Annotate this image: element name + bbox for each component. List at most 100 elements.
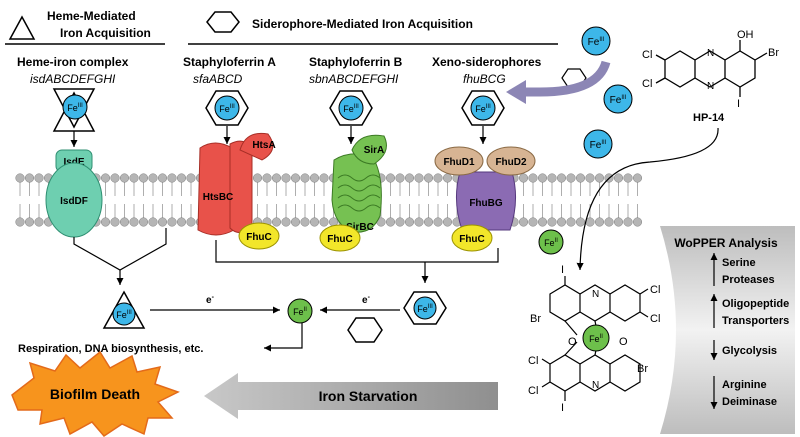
sir-transporter: SirBC SirA FhuC — [319, 134, 387, 252]
empty-hexagon-icon — [347, 317, 383, 343]
complex-o: O — [568, 336, 577, 348]
pathway-name: Staphyloferrin A — [183, 55, 276, 69]
hp14-n: N — [707, 48, 714, 59]
heme-triangle-icon — [8, 15, 36, 40]
pathway-sbn: Staphyloferrin B sbnABCDEFGHI — [309, 55, 403, 86]
htsbc-label: HtsBC — [203, 192, 234, 203]
cell-membrane — [15, 173, 643, 227]
cyto-siderophore: FeIII — [403, 291, 447, 325]
svg-text:FeIII: FeIII — [588, 37, 605, 48]
fhuc-label: FhuC — [327, 234, 353, 245]
hp14-br: Br — [768, 47, 779, 59]
pathway-sfa: Staphyloferrin A sfaABCD — [183, 55, 276, 86]
complex-br: Br — [637, 363, 648, 375]
complex-cl: Cl — [528, 385, 538, 397]
flow-lines — [73, 228, 499, 352]
complex-n: N — [592, 380, 599, 391]
svg-text:FeIII: FeIII — [219, 104, 235, 114]
fhuc-label: FhuC — [459, 234, 485, 245]
hp14-cl: Cl — [642, 49, 652, 61]
wopper-item-label: Oligopeptide — [722, 298, 789, 310]
heme-iron-complex: FeIII — [52, 88, 96, 132]
fhud2-label: FhuD2 — [495, 157, 527, 168]
wopper-item-label: Deiminase — [722, 396, 777, 408]
cyto-fe2: FeII — [287, 298, 313, 324]
hp14-arrow — [576, 127, 719, 271]
hp14-structure — [655, 40, 768, 97]
respiration-text: Respiration, DNA biosynthesis, etc. — [18, 343, 203, 355]
svg-text:FeIII: FeIII — [116, 310, 132, 320]
pathway-name: Xeno-siderophores — [432, 55, 542, 69]
isddf-label: IsdDF — [60, 196, 88, 207]
uptake-arrow — [520, 60, 611, 97]
fhu-transporter: FhuBG FhuD1 FhuD2 FhuC — [434, 146, 536, 252]
fhuc-label: FhuC — [246, 232, 272, 243]
sfa-siderophore: FeIII — [205, 90, 249, 126]
biofilm-death-burst — [11, 350, 180, 437]
hp14-oh: OH — [737, 29, 754, 41]
sira-label: SirA — [364, 145, 385, 156]
wopper-title: WoPPER Analysis — [674, 236, 778, 250]
heme-header-line1: Heme-Mediated — [47, 9, 136, 23]
svg-text:FeII: FeII — [589, 334, 603, 344]
heme-header-line2: Iron Acquisition — [60, 26, 151, 40]
sirbc-label: SirBC — [346, 222, 374, 233]
xeno-siderophore: FeIII — [461, 90, 505, 126]
hts-transporter: HtsBC HtsA FhuC — [197, 132, 280, 250]
sbn-siderophore: FeIII — [329, 90, 373, 126]
hp14-label: HP-14 — [693, 112, 725, 124]
wopper-panel: WoPPER Analysis SerineProteasesOligopept… — [660, 226, 795, 434]
hp14-i: I — [737, 98, 740, 110]
wopper-item-label: Serine — [722, 257, 756, 269]
complex-i: I — [561, 402, 564, 414]
electron-label: e- — [362, 294, 371, 306]
pathway-name: Staphyloferrin B — [309, 55, 403, 69]
wopper-item-label: Proteases — [722, 274, 775, 286]
heme-header: Heme-Mediated Iron Acquisition — [5, 9, 165, 45]
pathway-genes: fhuBCG — [463, 72, 506, 86]
fe3-label: FeIII — [67, 103, 83, 113]
biofilm-death-label: Biofilm Death — [50, 386, 140, 402]
hexagon-icon — [206, 11, 240, 33]
complex-n: N — [592, 289, 599, 300]
free-fe2-ion: FeII — [538, 229, 564, 255]
wopper-item-label: Transporters — [722, 315, 789, 327]
cyto-heme-complex: FeIII — [102, 290, 146, 329]
svg-text:FeIII: FeIII — [475, 104, 491, 114]
fhud1-label: FhuD1 — [443, 157, 475, 168]
htsa-label: HtsA — [252, 140, 275, 151]
svg-text:FeIII: FeIII — [610, 95, 627, 106]
isde-label: IsdE — [63, 157, 84, 168]
wopper-item-label: Glycolysis — [722, 345, 777, 357]
siderophore-header: Siderophore-Mediated Iron Acquisition — [188, 11, 558, 45]
hp14-n: N — [707, 81, 714, 92]
free-fe3-ions: FeIII FeIII FeIII — [581, 26, 633, 159]
complex-cl: Cl — [650, 284, 660, 296]
complex-br: Br — [530, 313, 541, 325]
svg-text:FeIII: FeIII — [590, 140, 607, 151]
hp14-cl: Cl — [642, 78, 652, 90]
complex-o: O — [619, 336, 628, 348]
pathway-fhu: Xeno-siderophores fhuBCG — [432, 55, 542, 86]
svg-text:FeII: FeII — [544, 238, 558, 248]
pathway-heme: Heme-iron complex isdABCDEFGHI — [17, 55, 129, 86]
pathway-genes: sfaABCD — [193, 72, 243, 86]
electron-label: e- — [206, 294, 215, 306]
iron-starvation-label: Iron Starvation — [319, 388, 418, 404]
fhubg-label: FhuBG — [469, 198, 503, 209]
iron-starvation-arrow — [204, 373, 498, 419]
wopper-item: Glycolysis — [710, 340, 777, 360]
pathway-genes: isdABCDEFGHI — [30, 72, 116, 86]
pathway-genes: sbnABCDEFGHI — [309, 72, 399, 86]
siderophore-header-title: Siderophore-Mediated Iron Acquisition — [252, 17, 473, 31]
complex-cl: Cl — [650, 313, 660, 325]
chelated-fe2 — [582, 324, 610, 352]
pathway-name: Heme-iron complex — [17, 55, 129, 69]
svg-text:FeII: FeII — [293, 307, 307, 317]
complex-i: I — [561, 264, 564, 276]
complex-cl: Cl — [528, 355, 538, 367]
